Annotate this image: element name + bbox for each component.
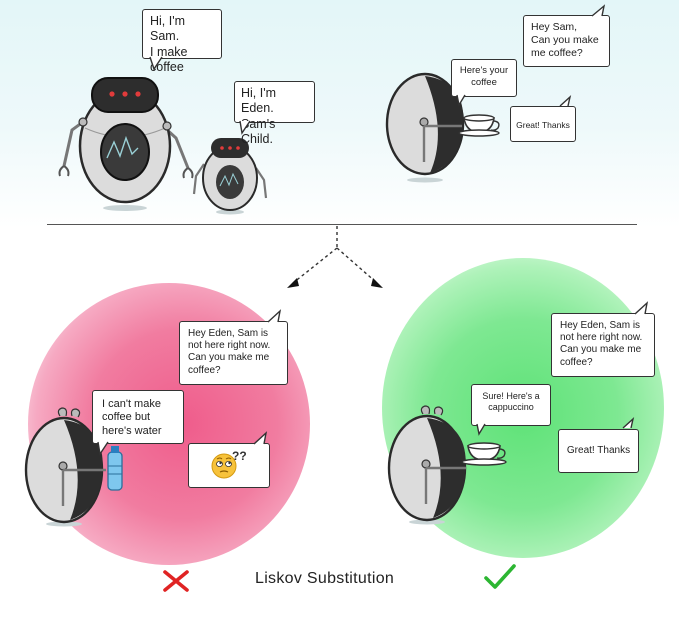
- thanks-bubble-bottom-tail: [622, 417, 635, 429]
- thanks-bubble-bottom: Great! Thanks: [558, 429, 639, 473]
- confused-question-marks: ??: [232, 449, 247, 463]
- wrong-x-icon: [163, 570, 189, 592]
- cappuccino-reply-bubble-tail: [476, 423, 486, 436]
- confused-bubble-tail: [253, 431, 268, 445]
- coffee-request-bubble-tail: [591, 4, 606, 17]
- good-request-bubble: Hey Eden, Sam is not here right now. Can…: [551, 313, 655, 377]
- eden-intro-bubble-tail: [239, 120, 251, 135]
- coffee-request-bubble: Hey Sam, Can you make me coffee?: [523, 15, 610, 67]
- sam-intro-bubble-tail: [149, 56, 163, 71]
- eden-intro-bubble: Hi, I'm Eden. Sam's Child.: [234, 81, 315, 146]
- coffee-reply-bubble: Here's your coffee: [451, 59, 517, 97]
- coffee-reply-bubble-tail: [456, 94, 466, 107]
- bad-request-bubble-tail: [267, 309, 282, 323]
- water-reply-bubble-tail: [97, 441, 109, 456]
- diagram-caption: Liskov Substitution: [255, 570, 395, 587]
- eden-robot-coffee: [387, 405, 507, 525]
- confused-face-icon: [211, 453, 237, 479]
- branch-arrows: [287, 226, 383, 288]
- eden-robot: [192, 138, 268, 215]
- correct-check-icon: [484, 564, 516, 589]
- bad-request-bubble: Hey Eden, Sam is not here right now. Can…: [179, 321, 288, 385]
- section-divider: [47, 224, 637, 225]
- sam-robot: [58, 77, 194, 211]
- thanks-bubble-top-tail: [559, 95, 572, 107]
- thanks-bubble-top: Great! Thanks: [510, 106, 576, 142]
- sam-intro-bubble: Hi, I'm Sam. I make coffee: [142, 9, 222, 74]
- water-reply-bubble: I can't make coffee but here's water: [92, 390, 184, 444]
- serving-robot-top: [385, 72, 500, 183]
- cappuccino-reply-bubble: Sure! Here's a cappuccino: [471, 384, 551, 426]
- eden-robot-water: [24, 407, 123, 527]
- good-request-bubble-tail: [634, 301, 649, 315]
